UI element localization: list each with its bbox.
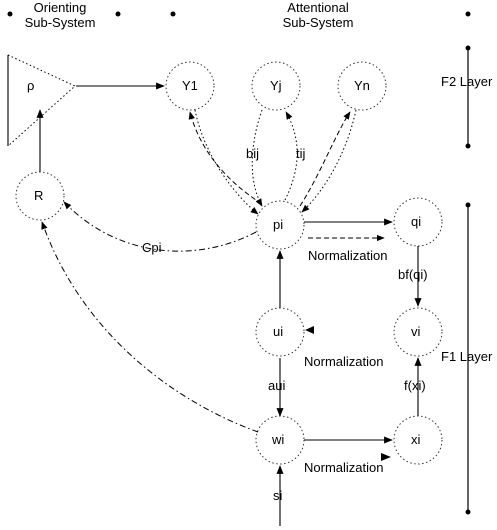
node-qi: qi — [393, 197, 443, 247]
yn-label: Yn — [354, 78, 370, 93]
f2-layer-bracket: F2 Layer — [441, 45, 493, 149]
orienting-header-line2: Sub-System — [25, 15, 96, 30]
label-normalization-p: Normalization — [308, 248, 387, 263]
header-divider-dots — [7, 11, 471, 17]
r-label: R — [34, 188, 43, 203]
label-cpi: Cpi — [142, 240, 162, 255]
label-au: aui — [268, 378, 285, 393]
node-y1: Y1 — [165, 61, 215, 111]
edge-wi-r — [41, 221, 259, 433]
normalization-w-arrowhead — [381, 453, 391, 461]
edges — [36, 82, 422, 526]
yj-label: Yj — [270, 78, 282, 93]
normalization-u-arrowhead — [305, 326, 314, 334]
edge-yn-pi — [301, 109, 357, 213]
label-bij: bij — [246, 146, 259, 161]
f1-layer-label: F1 Layer — [441, 349, 493, 364]
xi-label: xi — [411, 432, 421, 447]
pi-label: pi — [273, 217, 283, 232]
node-yj: Yj — [251, 61, 301, 111]
node-r: R — [15, 171, 65, 221]
node-xi: xi — [393, 415, 443, 465]
edge-yj-pi-bij — [251, 109, 263, 207]
reset-node-rho: ρ — [7, 54, 76, 147]
edge-pi-yn — [299, 111, 351, 207]
node-vi: vi — [393, 307, 443, 357]
edge-y1-pi — [194, 109, 259, 215]
attentional-subsystem-header: Attentional Sub-System — [283, 0, 354, 30]
label-f-x: f(xi) — [404, 378, 426, 393]
attentional-header-line2: Sub-System — [283, 15, 354, 30]
label-tij: tij — [296, 146, 306, 161]
label-si: si — [273, 488, 283, 503]
f2-layer-label: F2 Layer — [441, 74, 493, 89]
y1-label: Y1 — [182, 78, 198, 93]
label-normalization-u: Normalization — [304, 354, 383, 369]
wi-label: wi — [271, 432, 284, 447]
node-ui: ui — [255, 307, 305, 357]
attentional-header-line1: Attentional — [287, 0, 349, 15]
rho-label: ρ — [27, 78, 34, 93]
edge-pi-r-cpi — [63, 201, 257, 252]
edge-pi-y1 — [188, 111, 263, 205]
edge-labels: bij tij Cpi Normalization bf(qi) Normali… — [142, 146, 428, 503]
orienting-header-line1: Orienting — [34, 0, 87, 15]
qi-label: qi — [411, 214, 421, 229]
vi-label: vi — [411, 324, 421, 339]
orienting-subsystem-header: Orienting Sub-System — [25, 0, 96, 30]
node-pi: pi — [255, 200, 305, 250]
ui-label: ui — [273, 324, 283, 339]
node-wi: wi — [255, 415, 305, 465]
f1-layer-bracket: F1 Layer — [441, 202, 493, 515]
label-normalization-w: Normalization — [304, 460, 383, 475]
node-yn: Yn — [337, 61, 387, 111]
label-bf-q: bf(qi) — [398, 267, 428, 282]
